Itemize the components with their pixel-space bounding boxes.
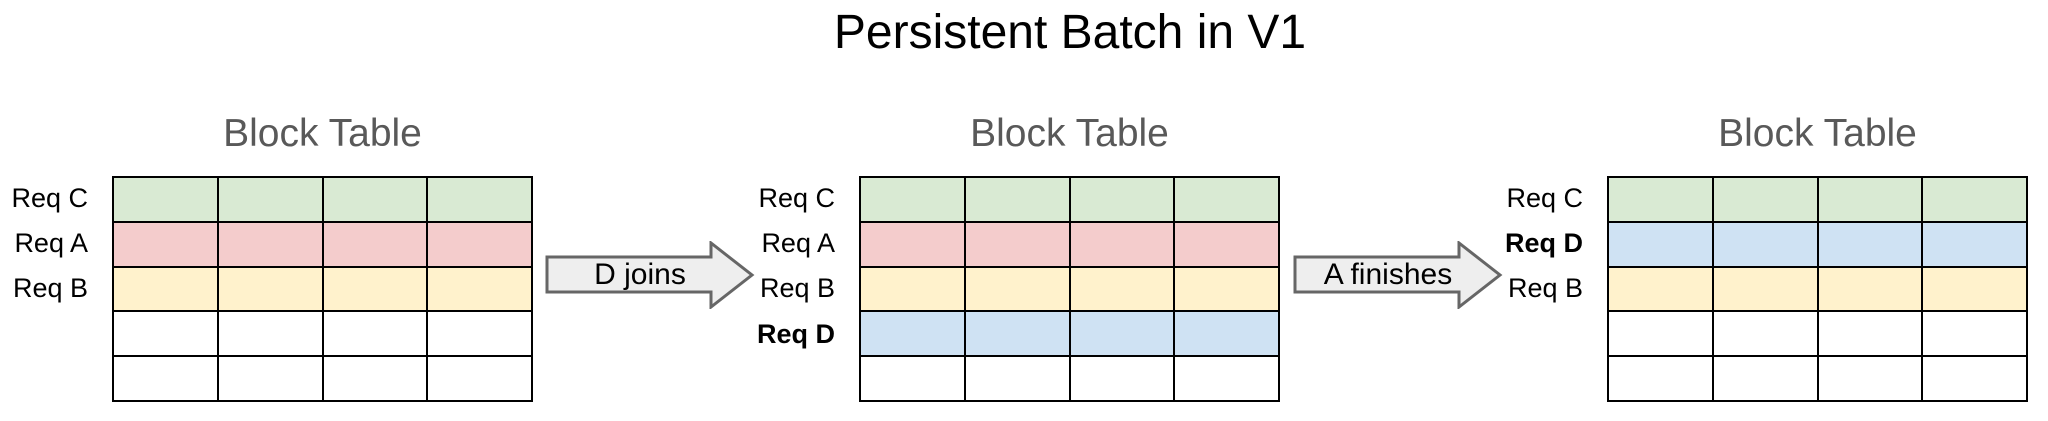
row-label: Req D	[1504, 228, 1583, 259]
block-cell	[427, 177, 532, 222]
arrow-label-a-finishes: A finishes	[1323, 257, 1453, 291]
arrow-label-d-joins: D joins	[594, 257, 686, 291]
block-table-title-2: Block Table	[970, 112, 1169, 155]
block-cell	[1922, 177, 2027, 222]
row-label: Req B	[759, 273, 835, 304]
block-cell	[113, 221, 218, 267]
block-cell	[964, 221, 1070, 267]
diagram-title: Persistent Batch in V1	[833, 6, 1307, 59]
block-cell	[217, 311, 323, 357]
block-cell	[113, 266, 218, 312]
block-cell	[1174, 356, 1279, 401]
row-labels-3: Req C Req D Req B	[1473, 176, 1583, 402]
block-cell	[113, 311, 218, 357]
row-label: Req D	[756, 318, 835, 349]
block-cell	[217, 177, 323, 222]
row-label: Req C	[758, 183, 835, 214]
block-cell	[1608, 177, 1713, 222]
block-cell	[1608, 311, 1713, 357]
block-cell	[1174, 311, 1279, 357]
block-cell	[860, 356, 965, 401]
block-cell	[217, 266, 323, 312]
row-label: Req B	[1507, 273, 1583, 304]
block-table-grid-3	[1607, 176, 2028, 402]
block-cell	[427, 356, 532, 401]
block-cell	[1817, 356, 1923, 401]
block-cell	[1817, 221, 1923, 267]
block-cell	[1069, 221, 1175, 267]
block-cell	[1069, 311, 1175, 357]
right-arrow-icon	[545, 241, 755, 309]
block-cell	[860, 266, 965, 312]
block-cell	[427, 266, 532, 312]
block-cell	[860, 177, 965, 222]
row-label: Req C	[11, 183, 88, 214]
block-table-grid-1	[112, 176, 533, 402]
block-cell	[964, 177, 1070, 222]
block-cell	[217, 356, 323, 401]
block-cell	[1712, 221, 1818, 267]
block-cell	[1922, 266, 2027, 312]
block-cell	[1817, 177, 1923, 222]
block-cell	[322, 177, 428, 222]
row-label: Req A	[14, 228, 88, 259]
block-cell	[322, 221, 428, 267]
block-cell	[1712, 356, 1818, 401]
block-cell	[860, 311, 965, 357]
row-label: Req C	[1506, 183, 1583, 214]
block-cell	[1174, 177, 1279, 222]
row-labels-2: Req C Req A Req B Req D	[725, 176, 835, 402]
block-cell	[1069, 266, 1175, 312]
block-cell	[1712, 177, 1818, 222]
arrow-d-joins	[545, 241, 755, 309]
block-cell	[964, 356, 1070, 401]
block-cell	[964, 266, 1070, 312]
block-cell	[1922, 356, 2027, 401]
block-cell	[1817, 266, 1923, 312]
row-label: Req B	[12, 273, 88, 304]
arrow-a-finishes	[1293, 241, 1503, 309]
block-cell	[1069, 356, 1175, 401]
block-cell	[1174, 266, 1279, 312]
block-cell	[1608, 356, 1713, 401]
block-cell	[1712, 266, 1818, 312]
row-labels-1: Req C Req A Req B	[0, 176, 88, 402]
block-table-title-3: Block Table	[1718, 112, 1917, 155]
block-cell	[113, 356, 218, 401]
block-cell	[1817, 311, 1923, 357]
block-cell	[964, 311, 1070, 357]
block-cell	[427, 221, 532, 267]
block-table-grid-2	[859, 176, 1280, 402]
block-cell	[1174, 221, 1279, 267]
block-cell	[1608, 266, 1713, 312]
block-cell	[322, 311, 428, 357]
block-cell	[322, 266, 428, 312]
block-table-title-1: Block Table	[223, 112, 422, 155]
block-cell	[113, 177, 218, 222]
block-cell	[1069, 177, 1175, 222]
block-cell	[322, 356, 428, 401]
block-cell	[1922, 221, 2027, 267]
block-cell	[427, 311, 532, 357]
row-label: Req A	[761, 228, 835, 259]
block-cell	[1608, 221, 1713, 267]
block-cell	[217, 221, 323, 267]
block-cell	[1712, 311, 1818, 357]
right-arrow-icon	[1293, 241, 1503, 309]
block-cell	[1922, 311, 2027, 357]
block-cell	[860, 221, 965, 267]
